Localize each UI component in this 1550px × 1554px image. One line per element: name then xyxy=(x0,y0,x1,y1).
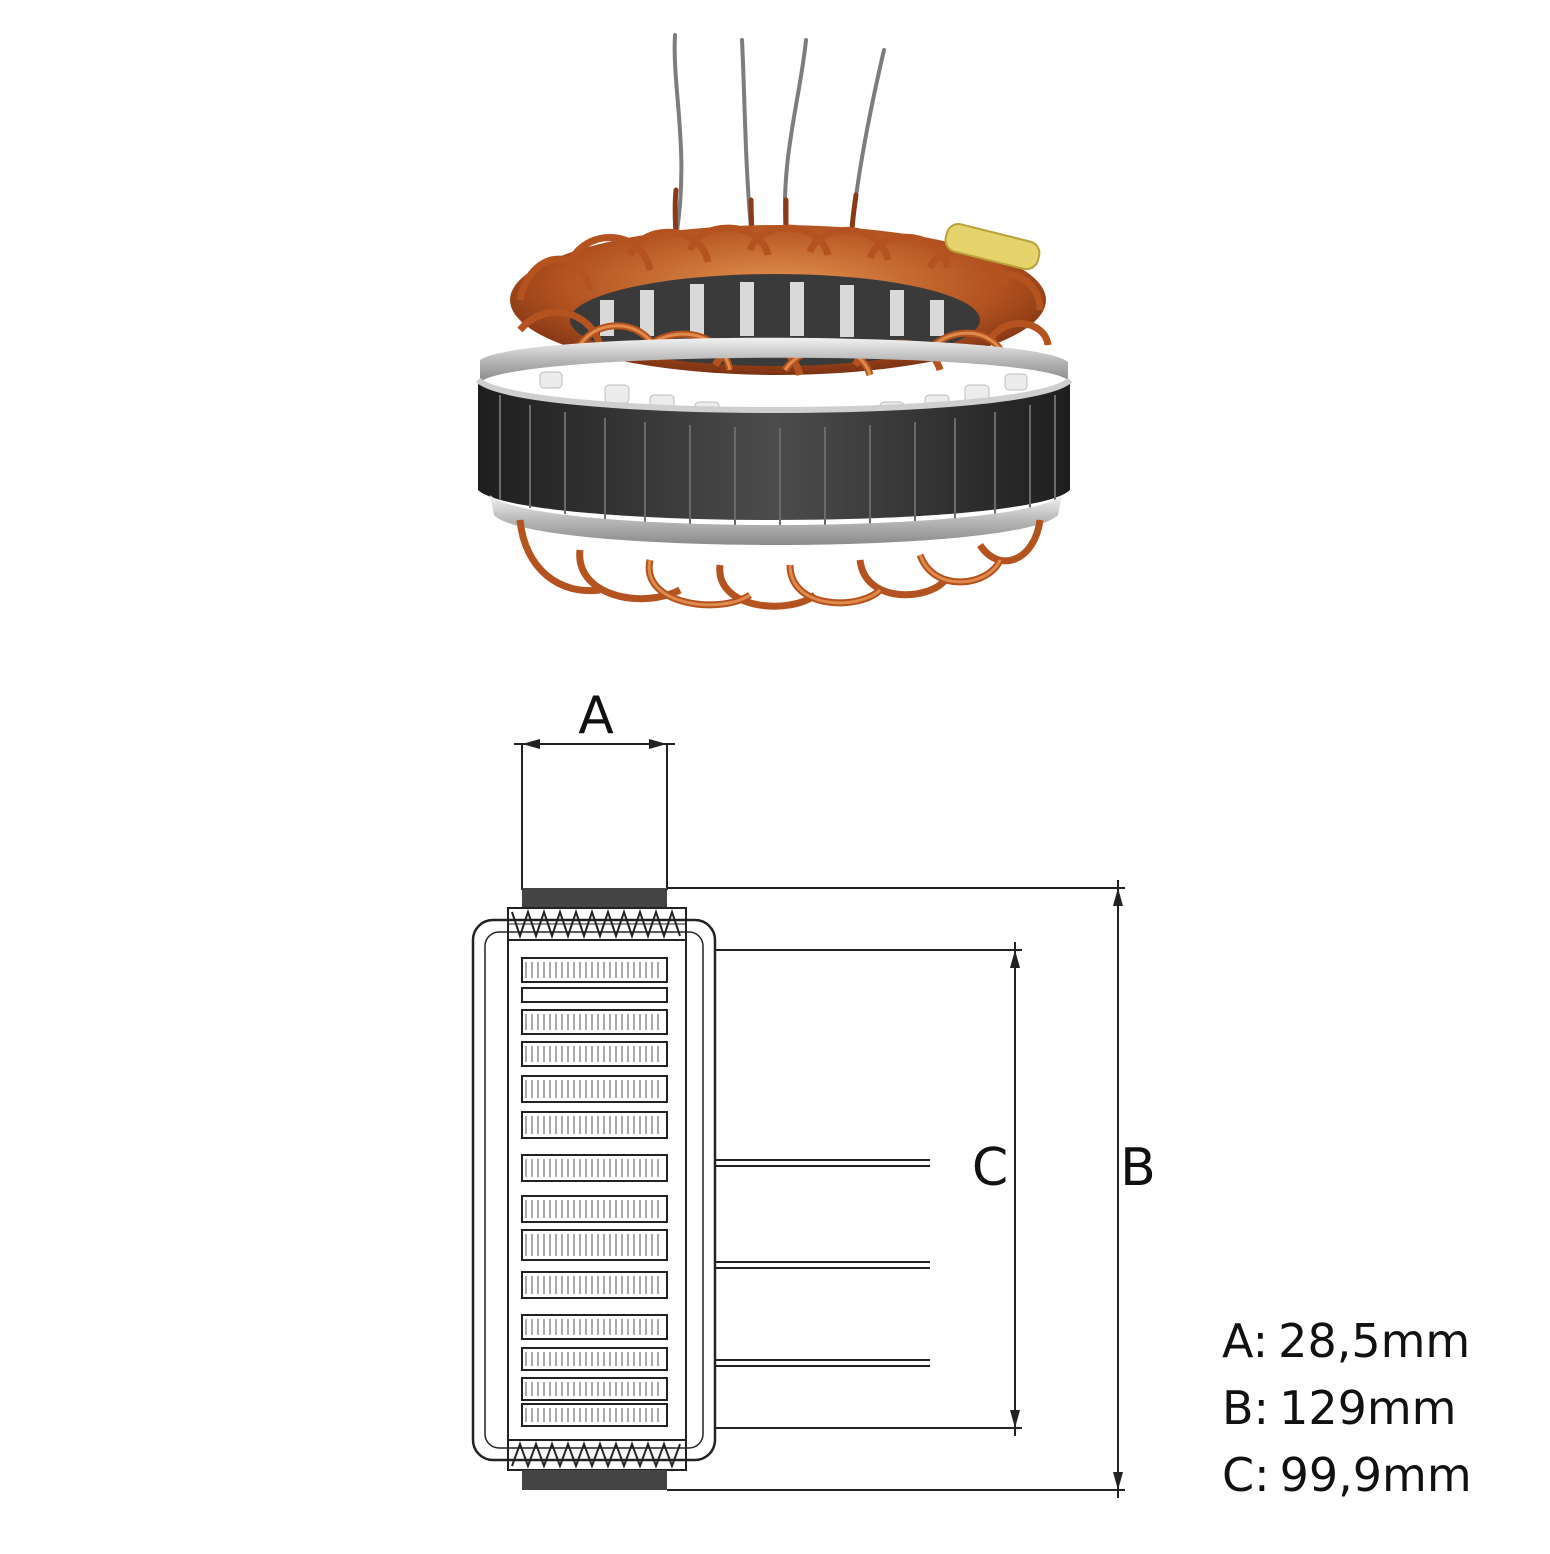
inner-teeth xyxy=(600,282,944,337)
spec-b-value: 129mm xyxy=(1279,1381,1457,1435)
lead-wires xyxy=(672,33,886,243)
spec-a-key: A: xyxy=(1222,1314,1269,1368)
spec-a: A:28,5mm xyxy=(1222,1318,1470,1364)
spec-a-value: 28,5mm xyxy=(1278,1314,1471,1368)
dimension-c xyxy=(715,942,1022,1436)
spec-c-value: 99,9mm xyxy=(1279,1448,1472,1502)
dimension-b xyxy=(667,880,1125,1498)
label-b: B xyxy=(1120,1138,1156,1198)
spec-c-key: C: xyxy=(1222,1448,1270,1502)
drawing-lead-wires xyxy=(715,1159,930,1367)
stator-side-drawing xyxy=(471,739,1125,1498)
lamination-lines xyxy=(499,395,1056,530)
spec-b: B:129mm xyxy=(1222,1385,1456,1431)
top-winding-hatch xyxy=(507,888,687,941)
label-a: A xyxy=(578,686,614,746)
spec-b-key: B: xyxy=(1222,1381,1270,1435)
bottom-winding-hatch xyxy=(507,1439,687,1490)
stator-photo xyxy=(475,33,1073,610)
label-c: C xyxy=(972,1138,1008,1198)
spec-c: C:99,9mm xyxy=(1222,1452,1472,1498)
insulation-sleeve xyxy=(944,223,1041,271)
core-laminations xyxy=(521,957,668,1427)
dimension-a xyxy=(514,739,675,890)
